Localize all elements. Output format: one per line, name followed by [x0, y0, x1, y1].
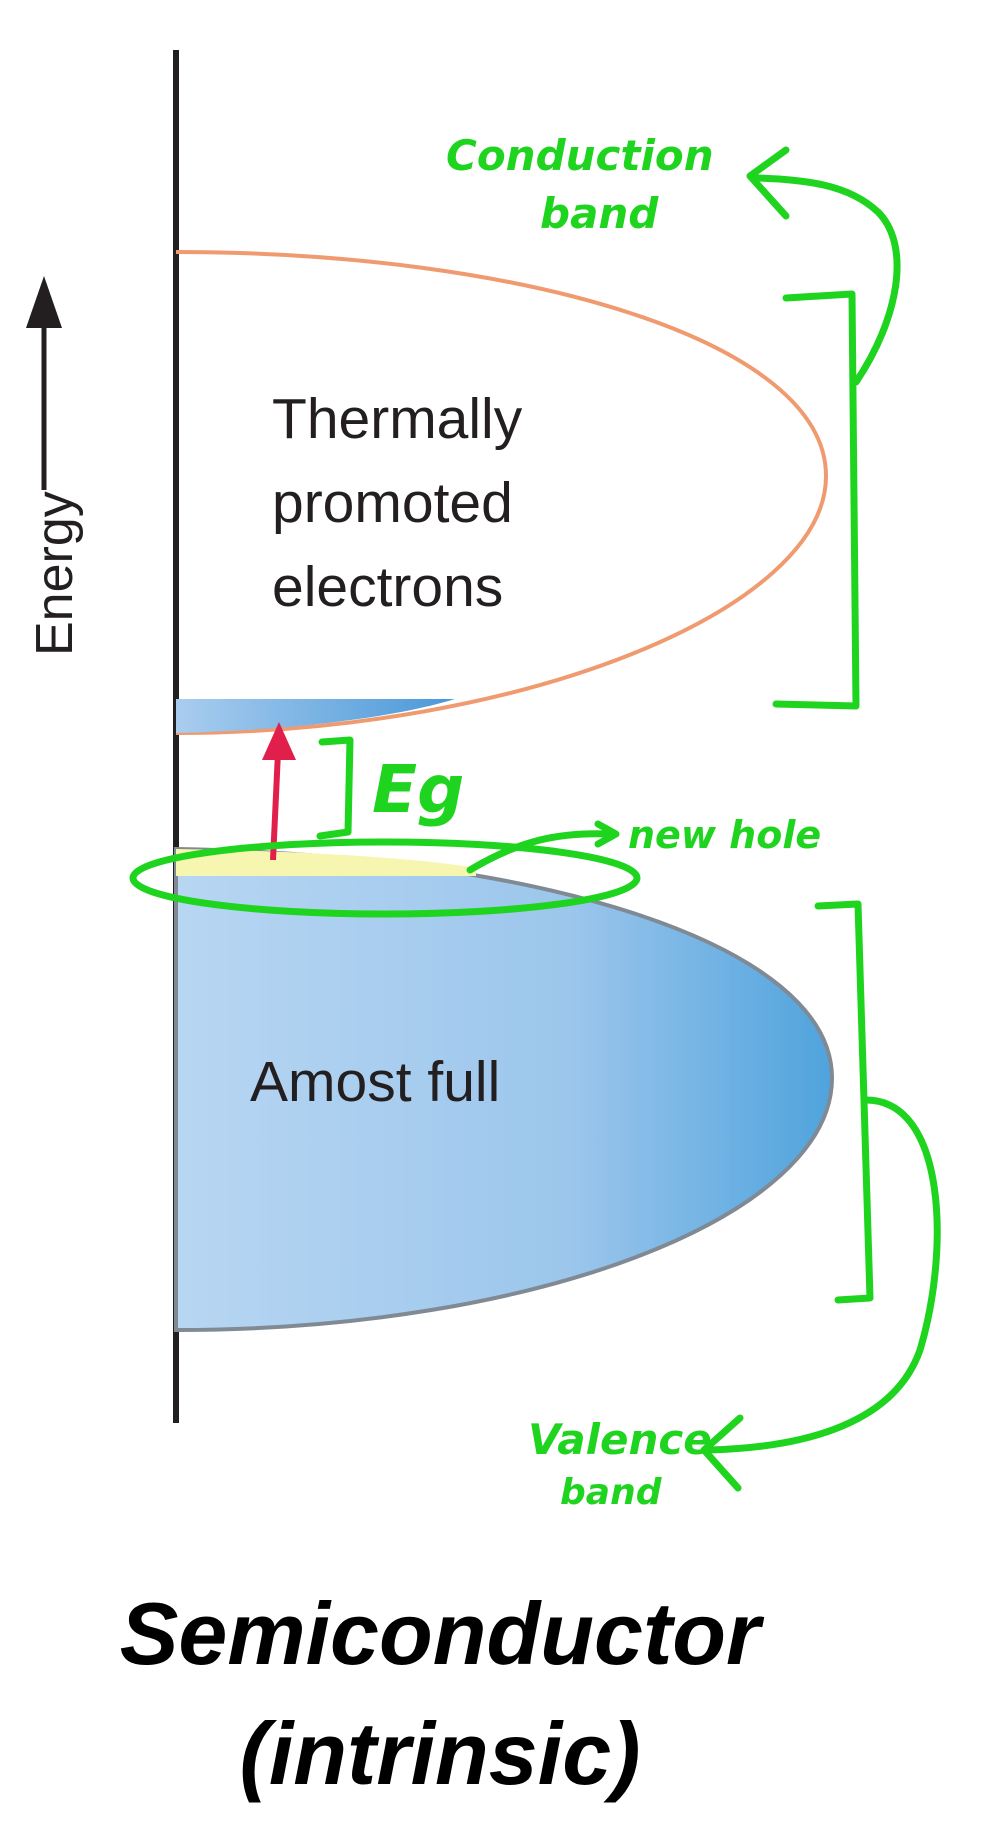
conduction-band-text-line2: promoted: [272, 471, 513, 535]
caption-line1: Semiconductor: [120, 1584, 765, 1683]
valence-band-pointer: [704, 1096, 941, 1454]
valence-band-text: Amost full: [250, 1050, 500, 1114]
excitation-arrow-head-icon: [262, 722, 296, 760]
conduction-band-text-line1: Thermally: [272, 387, 523, 451]
valence-band-pointer-arrow-icon: [700, 1414, 744, 1492]
valence-band-annotation-line2: band: [560, 1472, 663, 1513]
conduction-band-annotation-line2: band: [540, 189, 659, 238]
promoted-electrons-fill: [176, 699, 455, 733]
gap-label: Eg: [372, 751, 464, 828]
hole-pointer: [466, 830, 614, 874]
hole-label: new hole: [628, 813, 821, 857]
valence-hole-region: [176, 849, 476, 876]
energy-axis-label: Energy: [26, 491, 84, 656]
energy-arrow-head-icon: [26, 276, 62, 328]
conduction-band-text-line3: electrons: [272, 555, 503, 619]
hole-ellipse: [129, 838, 641, 918]
caption-line2: (intrinsic): [240, 1704, 641, 1803]
conduction-band-outline: [175, 250, 829, 735]
conduction-band-bracket: [772, 290, 860, 710]
conduction-band-annotation-line1: Conduction: [446, 131, 714, 180]
conduction-band-pointer-arrow-icon: [746, 146, 790, 220]
conduction-band-pointer: [754, 174, 901, 386]
valence-band-annotation-line1: Valence: [528, 1415, 712, 1464]
excitation-arrow-shaft: [270, 751, 281, 861]
valence-band-fill: [174, 846, 835, 1333]
gap-bracket: [316, 736, 354, 840]
hole-pointer-arrow-icon: [594, 820, 620, 848]
